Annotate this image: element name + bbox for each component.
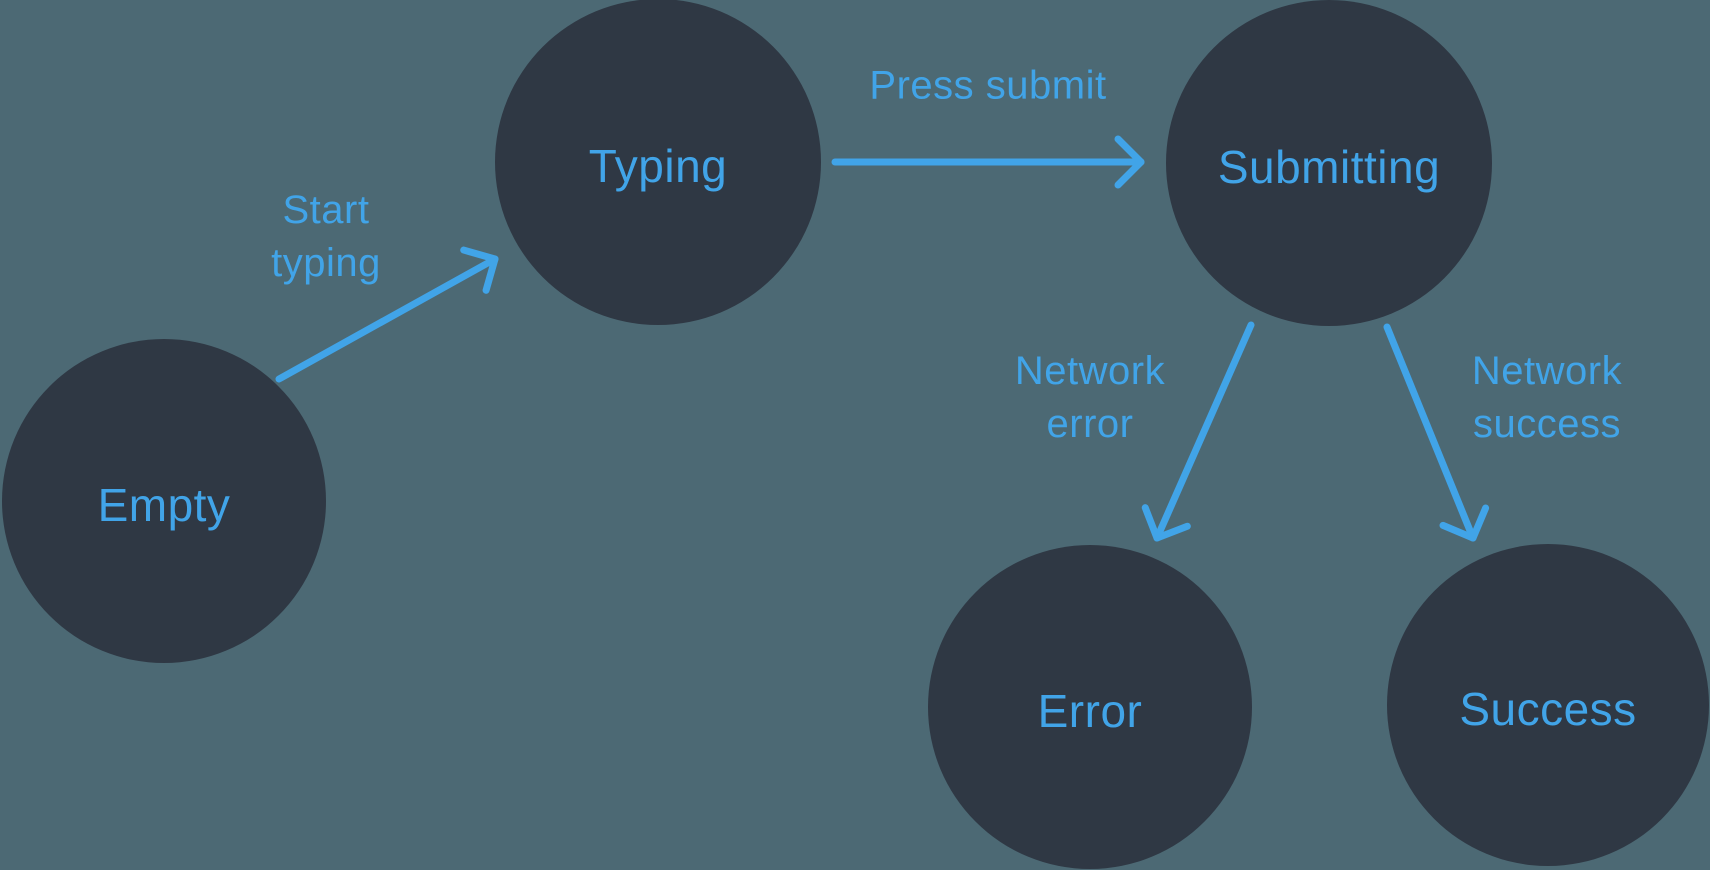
state-node-error-label: Error: [1037, 685, 1143, 737]
edge-label-start-typing: Start typing: [271, 188, 381, 285]
state-node-error: Error: [928, 545, 1252, 869]
edge-label-network-error: Network error: [1014, 349, 1166, 446]
state-node-submitting: Submitting: [1166, 0, 1492, 326]
edge-empty-to-typing: [275, 246, 499, 383]
edge-label-press-submit: Press submit: [869, 63, 1107, 108]
state-node-empty: Empty: [2, 339, 326, 663]
edge-submitting-to-error: [1141, 321, 1255, 542]
state-node-success: Success: [1387, 544, 1709, 866]
state-node-submitting-label: Submitting: [1217, 141, 1441, 193]
edge-label-network-success: Network success: [1471, 349, 1623, 446]
state-node-empty-label: Empty: [97, 479, 231, 531]
state-node-typing-label: Typing: [588, 140, 728, 192]
state-node-success-label: Success: [1459, 683, 1637, 735]
state-node-typing: Typing: [495, 0, 821, 325]
edge-submitting-to-success: [1383, 323, 1490, 542]
